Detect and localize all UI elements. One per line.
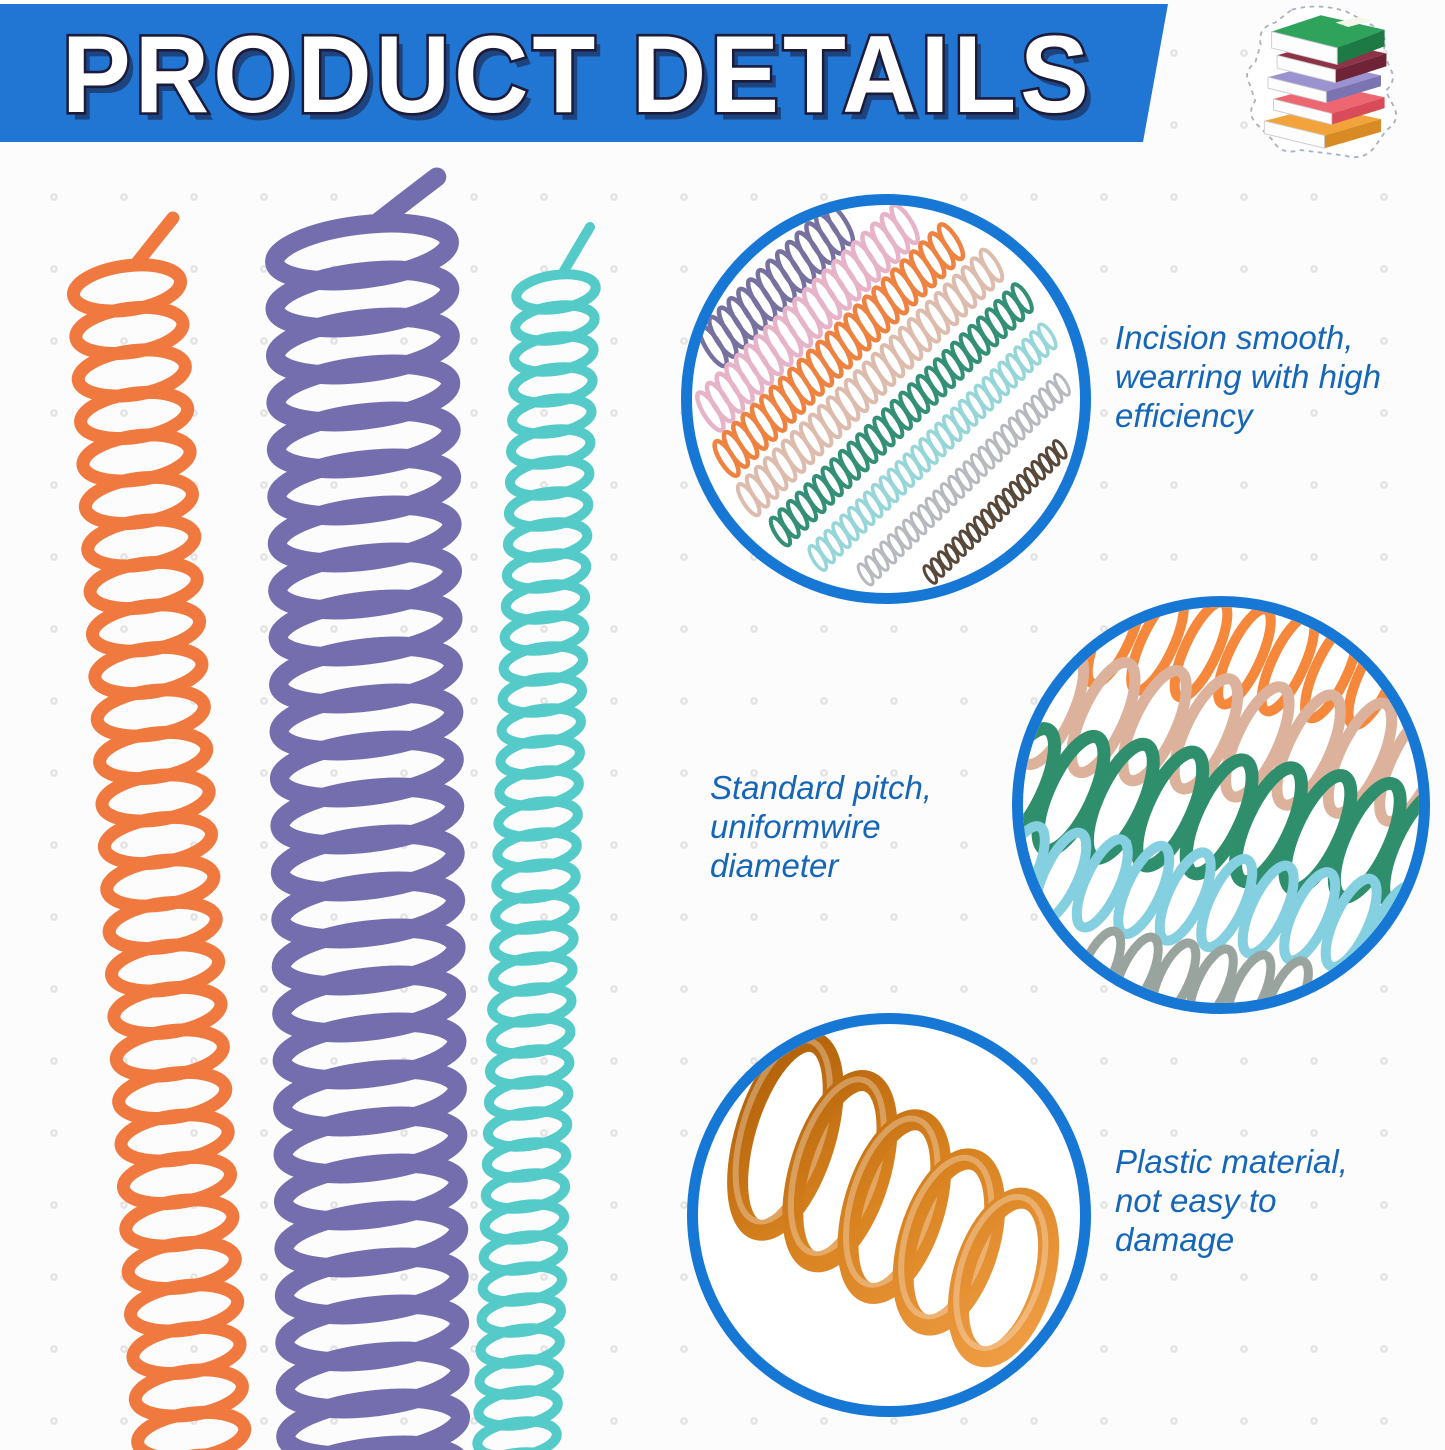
purple-spiral <box>265 167 471 1450</box>
inset-plastic-coil <box>687 1013 1091 1417</box>
book-stack-icon <box>1246 5 1398 159</box>
inset-assorted-coils <box>681 194 1091 604</box>
book-label <box>1335 17 1372 28</box>
feature-text-material: Plastic material, not easy to damage <box>1115 1143 1348 1258</box>
book-green <box>1271 15 1385 65</box>
header-banner: PRODUCT DETAILS <box>0 4 1168 142</box>
teal-spiral <box>471 222 601 1450</box>
feature-text-incision: Incision smooth, wearring with high effi… <box>1115 319 1381 434</box>
inset-closeup-coils <box>1012 596 1430 1014</box>
orange-spiral <box>66 211 254 1450</box>
page-title: PRODUCT DETAILS <box>60 11 1093 138</box>
feature-text-pitch: Standard pitch, uniformwire diameter <box>710 769 932 884</box>
